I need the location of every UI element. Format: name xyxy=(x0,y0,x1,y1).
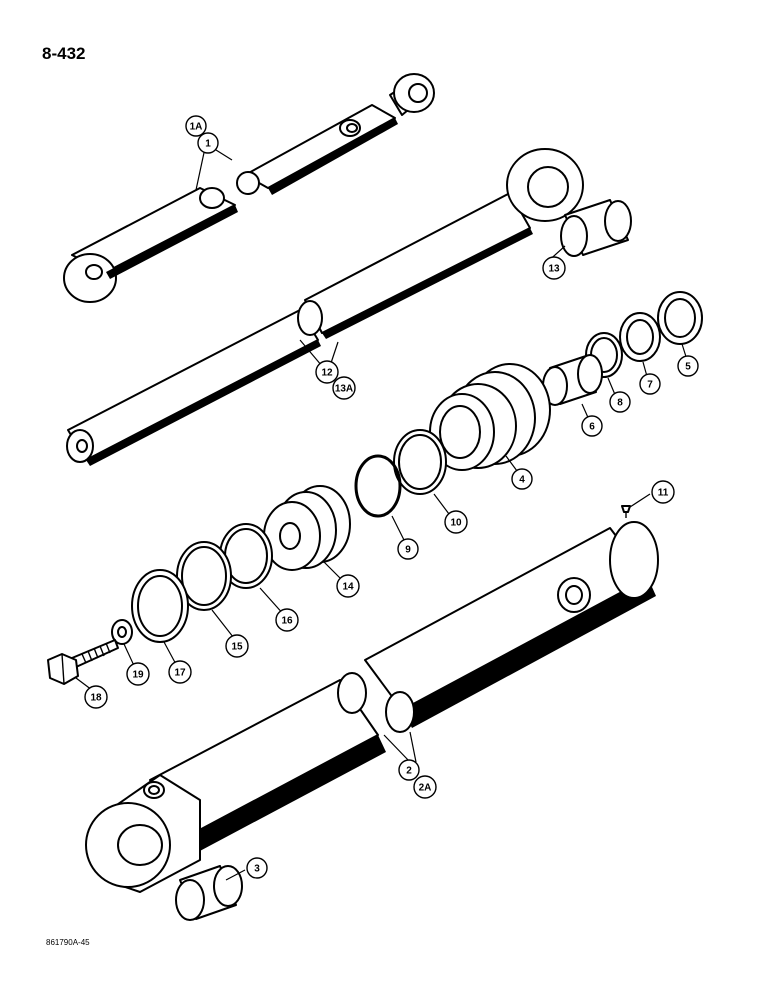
clevis-bushing xyxy=(175,865,243,921)
callout-10: 10 xyxy=(444,510,468,534)
svg-text:2: 2 xyxy=(406,766,412,777)
ring-backup-head xyxy=(393,429,447,495)
svg-text:12: 12 xyxy=(321,368,333,379)
callout-1: 1 xyxy=(197,132,219,154)
callout-5: 5 xyxy=(677,355,699,377)
svg-text:8: 8 xyxy=(617,398,623,409)
o-ring-head xyxy=(354,454,402,518)
callout-7: 7 xyxy=(639,373,661,395)
grease-fitting xyxy=(621,505,631,518)
svg-text:19: 19 xyxy=(132,670,144,681)
callout-2: 2 xyxy=(398,759,420,781)
svg-text:11: 11 xyxy=(658,488,669,499)
assembled-cylinder xyxy=(63,73,435,303)
svg-text:17: 17 xyxy=(174,668,186,679)
piston xyxy=(263,485,351,571)
svg-text:3: 3 xyxy=(254,864,260,875)
svg-text:16: 16 xyxy=(281,616,293,627)
svg-text:7: 7 xyxy=(647,380,653,391)
svg-text:1A: 1A xyxy=(190,122,203,133)
cylinder-head xyxy=(429,363,551,471)
svg-text:15: 15 xyxy=(231,642,243,653)
page-number: 8-432 xyxy=(42,44,86,63)
cylinder-barrel xyxy=(85,521,659,893)
svg-text:10: 10 xyxy=(450,518,462,529)
svg-text:13A: 13A xyxy=(335,384,353,395)
callout-12: 12 xyxy=(315,360,339,384)
svg-text:13: 13 xyxy=(548,264,560,275)
callout-4: 4 xyxy=(511,468,533,490)
head-bushing xyxy=(542,354,603,406)
callout-13A: 13A xyxy=(332,376,356,400)
callout-19: 19 xyxy=(126,662,150,686)
svg-text:18: 18 xyxy=(90,693,102,704)
callout-14: 14 xyxy=(336,574,360,598)
svg-text:4: 4 xyxy=(519,475,525,486)
svg-text:9: 9 xyxy=(405,545,411,556)
callout-17: 17 xyxy=(168,660,192,684)
callout-9: 9 xyxy=(397,538,419,560)
svg-text:2A: 2A xyxy=(419,783,432,794)
ring-rod-seal xyxy=(619,312,661,362)
washer xyxy=(111,619,133,645)
callout-11: 11 xyxy=(651,480,675,504)
svg-text:1: 1 xyxy=(205,139,211,150)
callout-1A: 1A xyxy=(185,115,207,137)
callout-16: 16 xyxy=(275,608,299,632)
ring-wear xyxy=(131,569,189,643)
bolt xyxy=(47,639,119,685)
svg-text:6: 6 xyxy=(589,422,595,433)
callout-2A: 2A xyxy=(413,775,437,799)
callout-8: 8 xyxy=(609,391,631,413)
svg-text:5: 5 xyxy=(685,362,691,373)
ring-wiper xyxy=(657,291,703,345)
callout-15: 15 xyxy=(225,634,249,658)
callout-3: 3 xyxy=(246,857,268,879)
callout-13: 13 xyxy=(542,256,566,280)
callout-6: 6 xyxy=(581,415,603,437)
svg-text:14: 14 xyxy=(342,582,354,593)
piston-rod xyxy=(66,148,584,466)
rod-eye-bushing xyxy=(560,199,632,257)
ring-piston-seal xyxy=(176,541,232,611)
drawing-code: 861790A-45 xyxy=(46,938,90,947)
callout-18: 18 xyxy=(84,685,108,709)
